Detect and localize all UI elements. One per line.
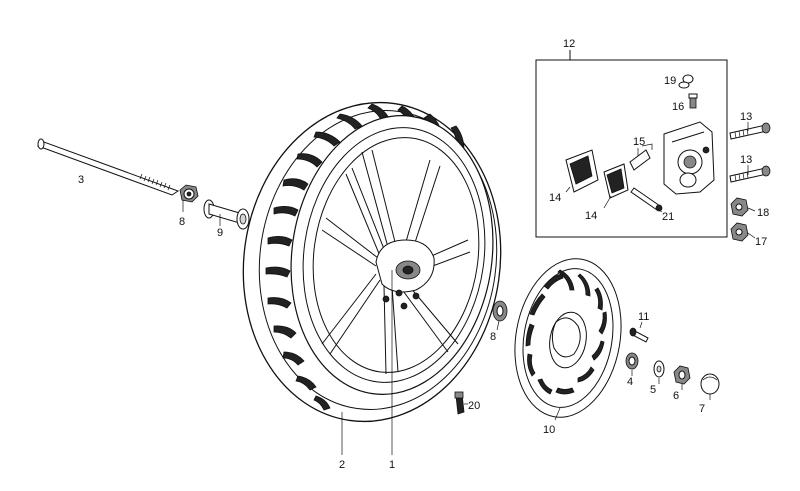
bearing-part-8 <box>492 300 508 322</box>
callout-21: 21 <box>662 211 674 223</box>
axle-part-3 <box>36 138 180 196</box>
nut-part-17 <box>730 222 749 242</box>
bleeder-part-16 <box>688 93 698 109</box>
spacer-part-4 <box>625 352 639 370</box>
callout-15: 15 <box>633 136 645 148</box>
pin-part-21 <box>630 187 663 212</box>
washer-part-5 <box>653 360 665 378</box>
callout-10: 10 <box>543 424 555 436</box>
callout-14-right: 14 <box>585 210 597 222</box>
spacer-part-9 <box>203 199 250 230</box>
callout-8-axle-nut: 8 <box>179 216 185 228</box>
valve-part-20 <box>454 391 465 415</box>
callout-17: 17 <box>755 236 767 248</box>
cap-part-7 <box>700 373 720 395</box>
callout-labels: 1 2 3 4 5 6 7 8 8 9 10 11 12 13 13 14 14… <box>78 38 769 471</box>
bolt-part-11 <box>629 327 649 343</box>
callout-20: 20 <box>468 400 480 412</box>
disc-vents <box>525 269 607 395</box>
callout-3: 3 <box>78 174 84 186</box>
callout-7: 7 <box>699 403 705 415</box>
nut-part-6 <box>673 365 691 385</box>
wheel-rim-part-1 <box>290 115 494 395</box>
caliper-body <box>663 121 715 195</box>
brake-disc-part-10 <box>514 258 622 418</box>
nut-part-18 <box>730 197 749 217</box>
axle-nut-part-8 <box>179 184 199 203</box>
callout-1: 1 <box>389 459 395 471</box>
callout-19: 19 <box>664 75 676 87</box>
callout-14-left: 14 <box>549 192 561 204</box>
callout-6: 6 <box>673 390 679 402</box>
bolt-part-13a <box>729 122 771 140</box>
caliper-assembly-box-part-12 <box>535 50 728 238</box>
callout-9: 9 <box>217 227 223 239</box>
callout-8-bearing: 8 <box>490 331 496 343</box>
cap-part-19 <box>678 74 694 89</box>
callout-13-lower: 13 <box>740 154 752 166</box>
callout-5: 5 <box>650 384 656 396</box>
callout-13-upper: 13 <box>740 111 752 123</box>
callout-11: 11 <box>638 311 649 323</box>
callout-2: 2 <box>339 459 345 471</box>
bolt-part-13b <box>729 165 771 183</box>
callout-16: 16 <box>672 101 684 113</box>
leader-lines <box>182 122 756 455</box>
callout-4: 4 <box>627 376 633 388</box>
brake-pad-part-14a <box>565 149 599 193</box>
brake-pad-part-14b <box>603 163 629 199</box>
callout-12: 12 <box>563 38 575 50</box>
pad-spring-part-15 <box>629 143 653 171</box>
callout-18: 18 <box>757 207 769 219</box>
